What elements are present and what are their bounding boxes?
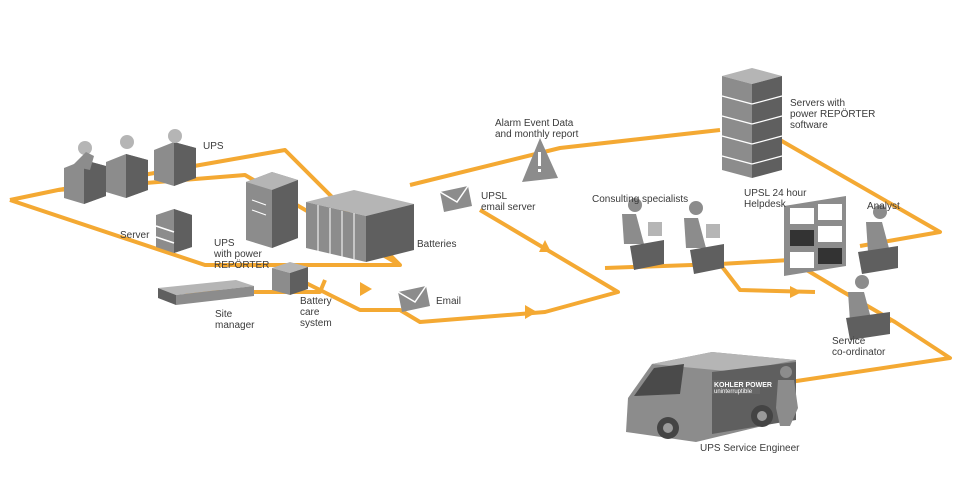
upsl-email-server-label: UPSL email server [481,191,536,213]
site-manager-label: Site manager [215,309,255,331]
ups-cabinet-icon [106,135,148,198]
battery-bank-icon [306,190,414,262]
server-rack-icon [721,68,783,178]
van-icon [626,352,796,442]
warning-icon [522,138,558,182]
arrow-head [525,305,537,319]
ups-label: UPS [203,141,224,152]
server-icon [155,209,192,253]
monitor-wall-icon [784,196,846,276]
arrow-head [790,286,802,298]
envelope-icon [439,185,472,212]
person-at-desk-icon [846,275,890,340]
flow-line-alarm [409,128,721,187]
van-brand-line1: KOHLER POWER [714,382,772,389]
van-brand-line2: uninterruptible [714,389,753,395]
ups-cabinet-icon [154,129,196,186]
engineer-icon [776,366,798,426]
person-at-desk-icon [622,198,664,270]
person-at-desk-icon [684,201,724,274]
site-manager-icon [158,280,254,305]
servers-reporter-label: Servers with power REPÖRTER software [790,98,876,131]
consulting-label: Consulting specialists [592,194,689,205]
battery-care-label: Battery care system [300,296,332,329]
ups-reporter-label: UPS with power REPÖRTER [214,238,270,271]
tower-server-icon [246,172,298,248]
flow-line-email-out [299,208,620,324]
analyst-label: Analyst [867,201,900,212]
arrow-head [360,282,372,296]
helpdesk-label: UPSL 24 hour Helpdesk [744,188,807,210]
service-engineer-label: UPS Service Engineer [700,443,800,454]
envelope-icon [397,285,430,312]
service-coordinator-label: Service co-ordinator [832,336,886,358]
person-at-desk-icon [858,205,898,274]
server-label: Server [120,230,150,241]
alarm-event-label: Alarm Event Data and monthly report [495,118,579,140]
battery-care-icon [272,262,308,295]
ups-cabinet-icon [64,141,106,204]
batteries-label: Batteries [417,239,457,250]
email-label: Email [436,296,462,307]
flow-line-consult [604,262,816,294]
arrow-head [539,240,551,252]
